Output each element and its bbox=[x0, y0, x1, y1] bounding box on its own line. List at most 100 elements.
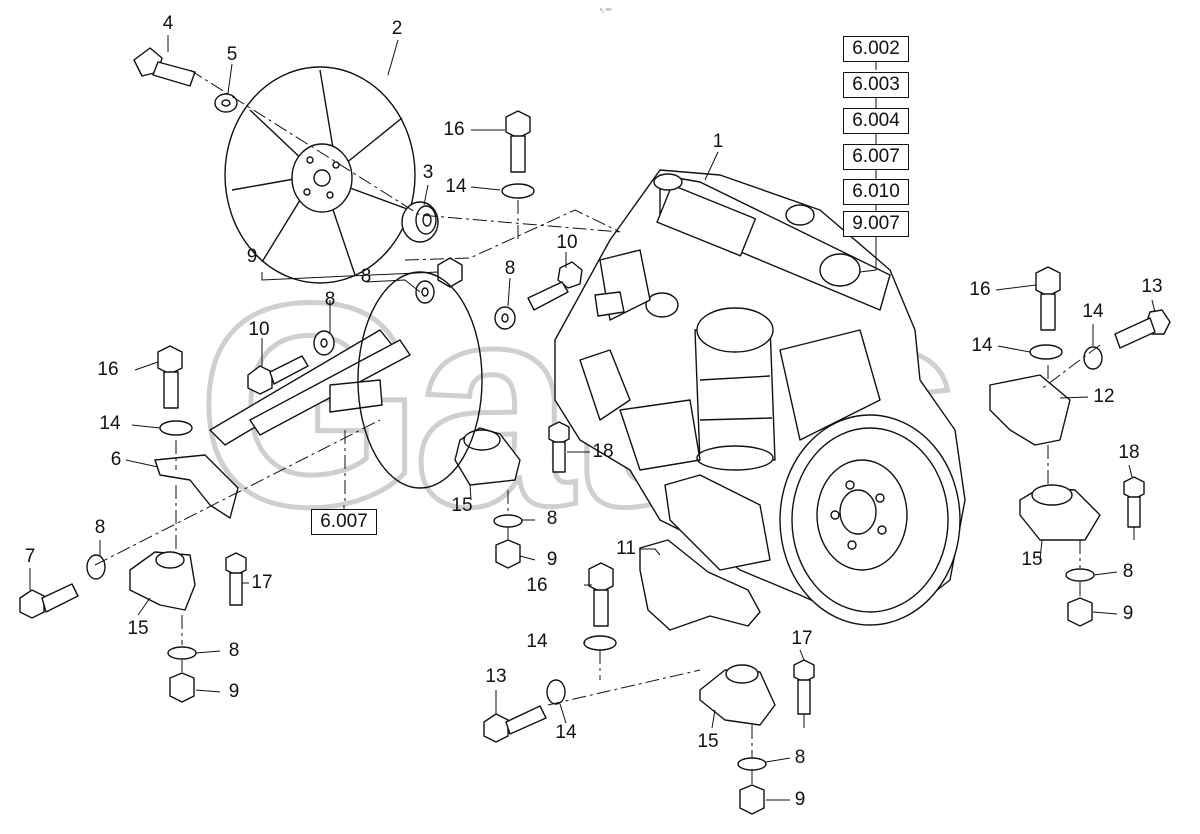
leader bbox=[195, 689, 221, 693]
callout-11: 11 bbox=[616, 538, 636, 559]
leader bbox=[1092, 611, 1118, 615]
washer-8-g bbox=[1065, 568, 1095, 582]
leader bbox=[704, 151, 719, 181]
leader bbox=[137, 597, 151, 616]
leader bbox=[559, 703, 567, 724]
callout-14: 14 bbox=[445, 176, 467, 197]
callout-12: 12 bbox=[1093, 386, 1115, 407]
ref-box[interactable]: 6.003 bbox=[843, 72, 909, 98]
washer-14-d bbox=[1083, 346, 1103, 370]
washer-8-b bbox=[313, 330, 335, 356]
leader bbox=[995, 284, 1037, 291]
bolt-7 bbox=[19, 583, 79, 619]
ref-box[interactable]: 6.010 bbox=[843, 179, 909, 205]
leader bbox=[261, 271, 439, 281]
callout-9: 9 bbox=[1122, 603, 1134, 624]
callout-8: 8 bbox=[1122, 561, 1134, 582]
callout-10: 10 bbox=[248, 319, 270, 340]
nut-9-upper bbox=[437, 257, 463, 288]
nut-9-c bbox=[1067, 597, 1093, 627]
callout-16: 16 bbox=[97, 359, 119, 380]
callout-5: 5 bbox=[226, 44, 238, 65]
bolt-16-left bbox=[157, 345, 183, 409]
washer-14-c bbox=[1029, 344, 1063, 360]
leader bbox=[470, 186, 501, 191]
leader bbox=[1059, 396, 1089, 399]
spacer-3 bbox=[401, 201, 439, 243]
ref-box[interactable]: 6.002 bbox=[843, 36, 909, 62]
mount-15-b bbox=[129, 551, 196, 611]
bolt-17-bottom bbox=[793, 659, 815, 715]
callout-13: 13 bbox=[1141, 276, 1163, 297]
mount-15-c bbox=[1019, 484, 1101, 541]
callout-8: 8 bbox=[324, 289, 336, 310]
callout-18: 18 bbox=[1118, 442, 1140, 463]
bolt-18-right bbox=[1123, 476, 1145, 528]
front-bracket bbox=[209, 329, 411, 446]
callout-16: 16 bbox=[443, 119, 465, 140]
callout-14: 14 bbox=[1082, 301, 1104, 322]
bolt-16-bottom bbox=[588, 562, 614, 627]
callout-15: 15 bbox=[127, 618, 149, 639]
engine-block bbox=[554, 169, 966, 626]
bolt-17-left bbox=[225, 552, 247, 606]
bracket-12 bbox=[989, 374, 1071, 446]
leader bbox=[469, 484, 472, 501]
bolt-13-right bbox=[1114, 309, 1171, 349]
callout-15: 15 bbox=[1021, 549, 1043, 570]
ref-box[interactable]: 9.007 bbox=[843, 211, 909, 237]
callout-9: 9 bbox=[794, 789, 806, 810]
callout-6: 6 bbox=[110, 449, 122, 470]
nut-9-d bbox=[739, 784, 765, 815]
bracket-11 bbox=[639, 539, 761, 631]
bolt-18-center bbox=[548, 421, 570, 473]
leader bbox=[799, 649, 805, 661]
callout-8: 8 bbox=[360, 266, 372, 287]
callout-15: 15 bbox=[451, 495, 473, 516]
callout-8: 8 bbox=[94, 517, 106, 538]
assembly-line bbox=[94, 419, 381, 566]
callout-3: 3 bbox=[422, 162, 434, 183]
callout-8: 8 bbox=[546, 508, 558, 529]
leader bbox=[507, 277, 511, 307]
callout-16: 16 bbox=[526, 575, 548, 596]
washer-8-d bbox=[86, 554, 106, 580]
leader bbox=[131, 424, 161, 429]
washer-14-a bbox=[159, 420, 193, 436]
callout-9: 9 bbox=[246, 246, 258, 267]
callout-9: 9 bbox=[546, 549, 558, 570]
callout-8: 8 bbox=[228, 640, 240, 661]
callout-13: 13 bbox=[485, 666, 507, 687]
bolt-16-right bbox=[1035, 266, 1061, 331]
callout-14: 14 bbox=[526, 631, 548, 652]
washer-8-f bbox=[167, 646, 197, 660]
washer-5 bbox=[214, 93, 238, 113]
assembly-line bbox=[1039, 344, 1101, 391]
ref-box[interactable]: 6.004 bbox=[843, 108, 909, 134]
leader bbox=[711, 709, 716, 729]
leader bbox=[639, 548, 661, 556]
nut-9-b bbox=[169, 672, 195, 703]
ref-box[interactable]: 6.007 bbox=[843, 144, 909, 170]
leader bbox=[1093, 571, 1118, 576]
assembly-line bbox=[404, 209, 621, 261]
leader bbox=[134, 361, 159, 371]
callout-7: 7 bbox=[24, 546, 36, 567]
callout-14: 14 bbox=[555, 722, 577, 743]
assembly-line bbox=[189, 69, 621, 233]
leader bbox=[997, 345, 1031, 353]
front-cover bbox=[357, 271, 483, 489]
callout-16: 16 bbox=[969, 279, 991, 300]
washer-8-e bbox=[493, 514, 523, 528]
ref-box[interactable]: 6.007 bbox=[311, 509, 377, 535]
callout-8: 8 bbox=[794, 747, 806, 768]
callout-15: 15 bbox=[697, 731, 719, 752]
callout-14: 14 bbox=[99, 413, 121, 434]
leader bbox=[423, 184, 429, 206]
leader bbox=[227, 63, 233, 94]
bolt-10-right bbox=[527, 261, 583, 311]
leader bbox=[519, 555, 536, 561]
washer-14-b bbox=[501, 183, 535, 199]
leader bbox=[1151, 299, 1156, 313]
fan-blade bbox=[224, 66, 416, 284]
